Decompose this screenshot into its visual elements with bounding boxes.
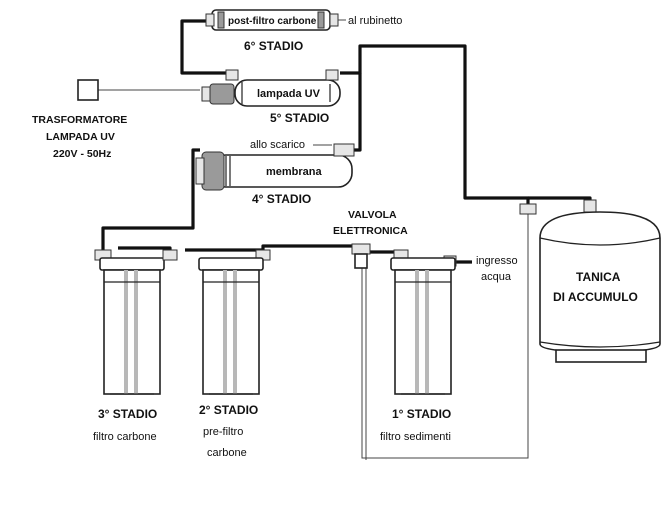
valve-wire [361, 212, 529, 459]
post-filter-label: post-filtro carbone [228, 16, 317, 27]
uv-lamp-label: lampada UV [257, 88, 321, 100]
stage3-desc: filtro carbone [93, 431, 157, 443]
tank-label-1: TANICA [576, 270, 621, 284]
transformer-label-2: LAMPADA UV [46, 131, 115, 143]
stage4-label: 4° STADIO [252, 192, 311, 206]
stage1-label: 1° STADIO [392, 407, 451, 421]
inlet-label-1: ingresso [476, 255, 518, 267]
stage2-desc-1: pre-filtro [203, 426, 243, 438]
pipe-network [90, 19, 592, 460]
transformer-label-3: 220V - 50Hz [53, 148, 111, 160]
transformer-box [77, 79, 99, 101]
pipe-tee-to-membrane [350, 73, 362, 152]
stage2-label: 2° STADIO [199, 403, 258, 417]
stage2-filter-housing [162, 249, 271, 395]
stage1-desc: filtro sedimenti [380, 431, 451, 443]
stage3-label: 3° STADIO [98, 407, 157, 421]
pipe-uv-to-tank [340, 44, 530, 210]
valve-label-1: VALVOLA [348, 209, 397, 221]
tank-label-2: DI ACCUMULO [553, 290, 638, 304]
stage2-desc-2: carbone [207, 447, 247, 459]
pipe-tank-inlet [528, 196, 592, 208]
pipe-stage3-to-stage2 [118, 246, 172, 252]
valve-label-2: ELETTRONICA [333, 225, 408, 237]
tap-label: al rubinetto [348, 15, 402, 27]
stage1-filter-housing [390, 249, 457, 395]
storage-tank [519, 199, 661, 363]
transformer-label-1: TRASFORMATORE [32, 114, 127, 126]
pipe-membrane-to-stage3 [101, 148, 200, 252]
stage3-filter-housing [94, 249, 165, 395]
drain-label: allo scarico [250, 139, 305, 151]
electronic-valve [351, 243, 371, 269]
inlet-label-2: acqua [481, 271, 512, 283]
membrane-housing [195, 143, 355, 191]
stage6-label: 6° STADIO [244, 39, 303, 53]
uv-lamp [201, 69, 341, 107]
stage5-label: 5° STADIO [270, 111, 329, 125]
membrane-label: membrana [266, 166, 323, 178]
